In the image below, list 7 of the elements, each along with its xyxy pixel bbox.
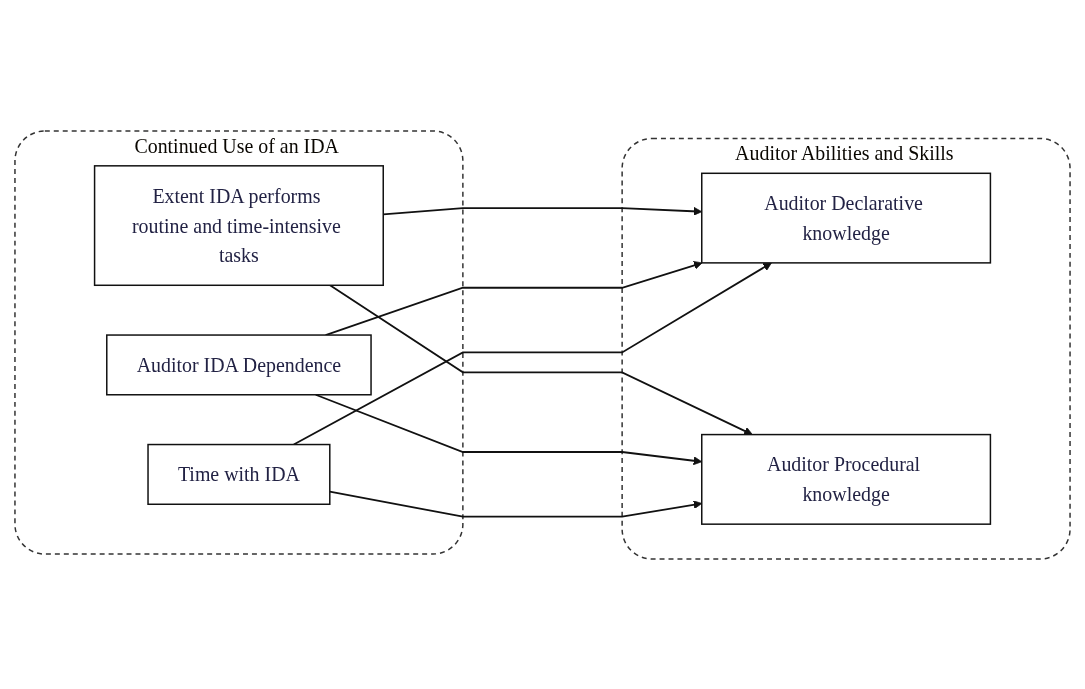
arrow [292,262,772,445]
node-box: Auditor Declarative knowledge [701,172,992,264]
node-box: Time with IDA [147,443,331,505]
node-box: Auditor Procedural knowledge [701,433,992,525]
node-box: Auditor IDA Dependence [106,333,372,395]
arrow [329,283,753,435]
node-box: Extent IDA performs routine and time-intensive tasks [93,164,384,286]
